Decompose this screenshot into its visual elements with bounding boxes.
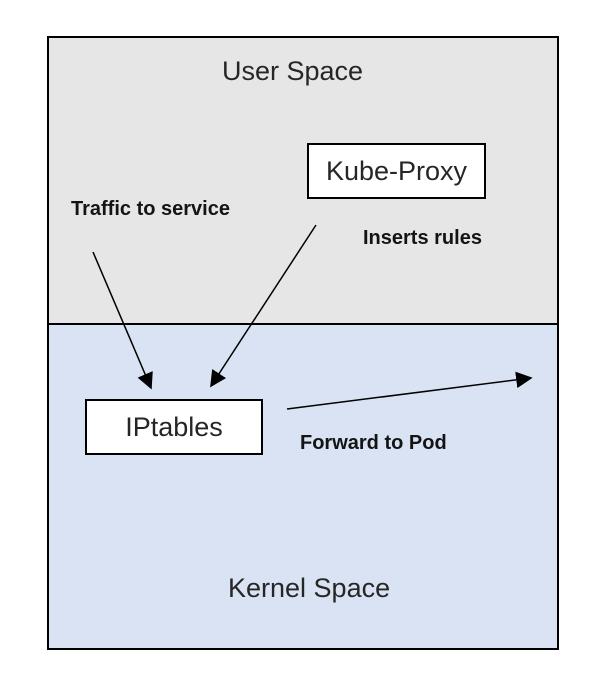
- user-space-label: User Space: [222, 56, 364, 86]
- kernel-space-label: Kernel Space: [228, 573, 391, 603]
- inserts-rules-label: Inserts rules: [363, 227, 482, 249]
- iptables-node: IPtables: [85, 399, 263, 455]
- forward-to-pod-label: Forward to Pod: [300, 432, 447, 454]
- traffic-to-service-label: Traffic to service: [71, 198, 230, 220]
- kube-proxy-node: Kube-Proxy: [307, 143, 486, 199]
